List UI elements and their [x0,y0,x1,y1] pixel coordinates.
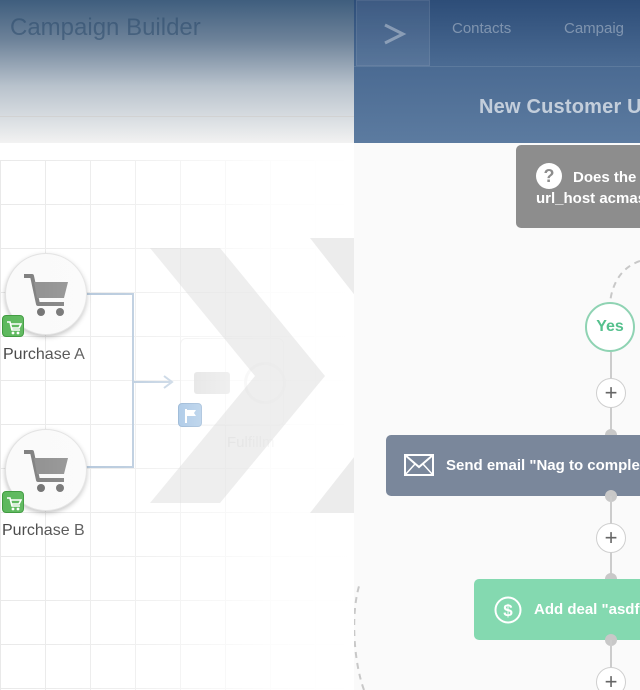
shopping-cart-icon [24,274,68,316]
shopping-cart-icon [24,450,68,492]
condition-block[interactable]: ? Does the url_host acmas [516,145,640,228]
header-divider [354,66,640,67]
question-icon: ? [536,163,562,189]
purchase-a-label: Purchase A [3,346,85,363]
send-email-block[interactable]: Send email "Nag to comple [386,435,640,496]
cart-badge-icon [2,315,24,337]
add-deal-block[interactable]: $ Add deal "asdf [474,579,640,640]
send-email-label: Send email "Nag to comple [446,457,640,474]
legacy-header: Campaign Builder [0,0,354,143]
automation-header: Contacts Campaig New Customer Up [354,0,640,143]
nav-campaigns[interactable]: Campaig [564,20,625,37]
chevron-right-icon [384,23,407,45]
condition-line-2: url_host acmas [536,190,640,207]
add-step-button[interactable]: + [596,378,626,408]
add-step-button[interactable]: + [596,667,626,690]
sidebar-toggle[interactable] [356,0,430,66]
envelope-icon [404,454,434,476]
branch-lines [354,260,640,690]
add-deal-label: Add deal "asdf [534,601,640,618]
dollar-icon: $ [494,596,522,624]
svg-text:$: $ [503,601,513,620]
yes-branch-label[interactable]: Yes [585,302,635,352]
automation-canvas: ? Does the url_host acmas Yes + Send ema… [354,143,640,690]
condition-text: Does the url_host acmas [536,167,640,209]
flow-line [610,640,612,690]
condition-line-1: Does the [573,169,637,186]
cart-badge-icon [2,491,24,513]
automation-title: New Customer Up [479,96,640,118]
purchase-b-label: Purchase B [2,522,85,539]
nav-contacts[interactable]: Contacts [452,20,512,37]
add-step-button[interactable]: + [596,523,626,553]
legacy-header-title: Campaign Builder [10,14,201,41]
header-divider [0,116,354,117]
